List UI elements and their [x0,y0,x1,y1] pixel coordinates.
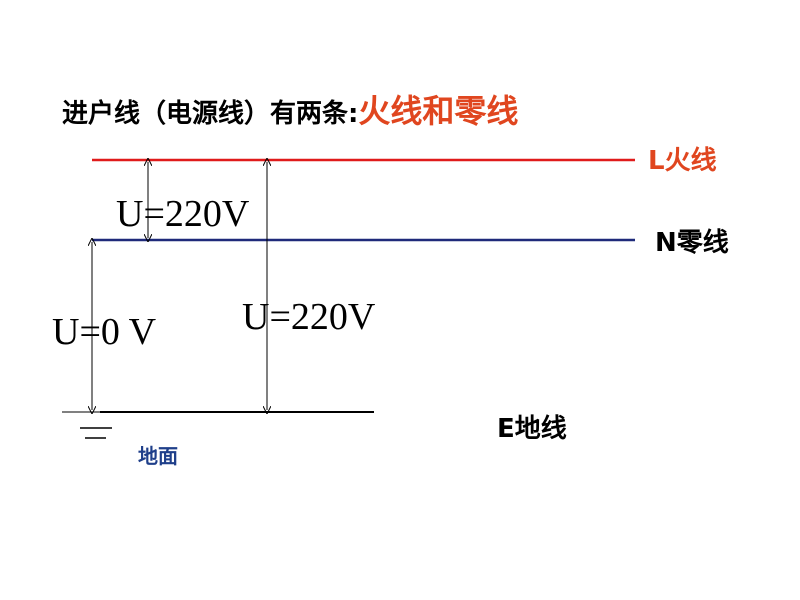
voltage-neutral-ground-label: U=0 V [52,311,157,353]
live-wire-label: L火线 [648,146,717,176]
title-prefix: 进户线（电源线）有两条: [62,99,359,129]
ground-label: 地面 [138,444,178,468]
slide-title: 进户线（电源线）有两条:火线和零线 [62,86,518,132]
ground-symbol-icon [62,411,112,439]
earth-wire-label: E地线 [497,414,567,444]
neutral-wire-label: N零线 [655,228,729,258]
title-highlight: 火线和零线 [358,92,519,130]
voltage-live-ground-label: U=220V [242,296,376,338]
voltage-live-neutral-label: U=220V [116,193,250,235]
